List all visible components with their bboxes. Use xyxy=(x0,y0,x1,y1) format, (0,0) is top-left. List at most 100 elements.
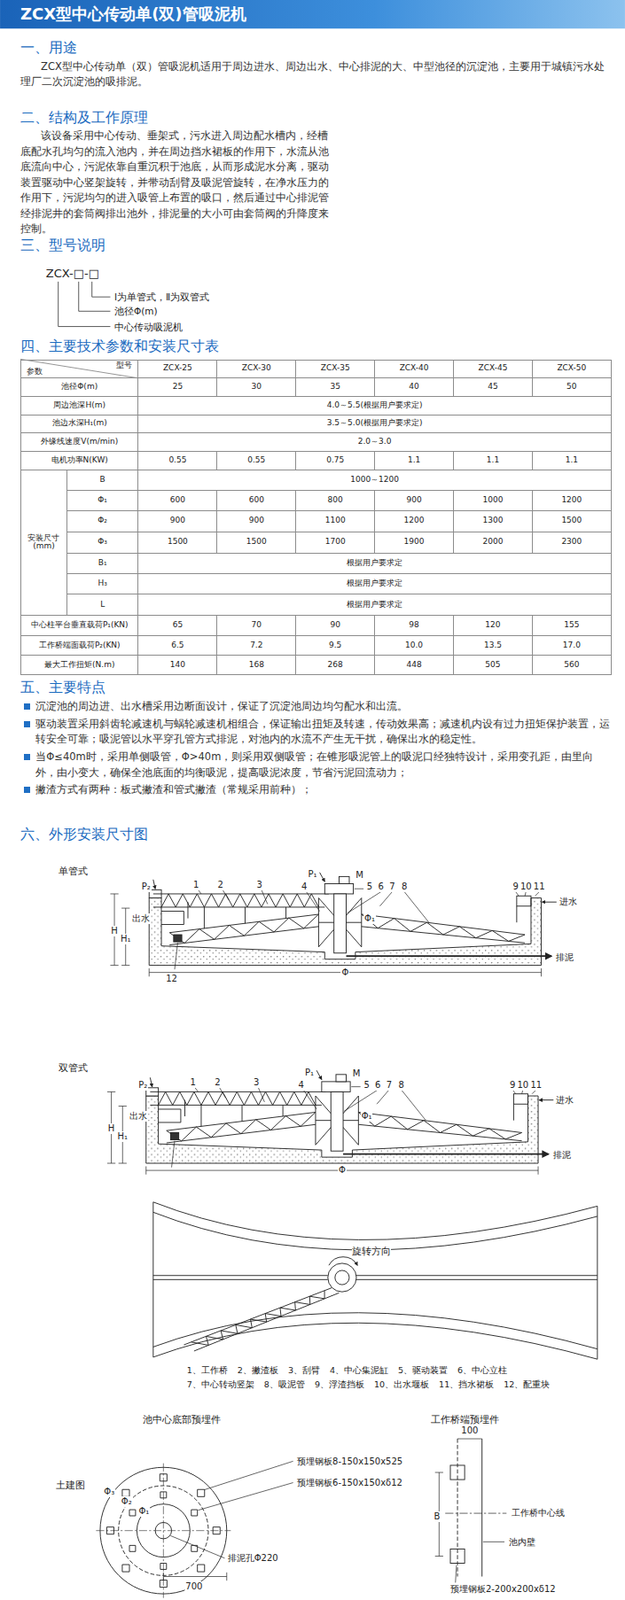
table-cell-text: 中心柱平台垂直载荷P₁(KN) xyxy=(31,620,129,630)
table-cell: 工作桥端面载荷P₂(KN) xyxy=(21,636,139,657)
table-row: 电机功率N(KW)0.550.550.751.11.11.1 xyxy=(21,451,612,470)
section-heading: 五、主要特点 xyxy=(20,679,106,697)
table-cell-text: 1.1 xyxy=(565,455,579,465)
table-cell: 2000 xyxy=(453,531,533,554)
table-cell-text: 2000 xyxy=(483,537,504,547)
callout-number: 3 xyxy=(252,1078,260,1089)
callout-number: 3 xyxy=(255,880,263,891)
table-cell-text: 155 xyxy=(563,620,579,630)
table-cell-text: 0.55 xyxy=(168,455,187,465)
table-cell-text: 140 xyxy=(170,660,186,670)
part-note: 工作桥中心线 xyxy=(510,1508,566,1520)
table-cell: 电机功率N(KW) xyxy=(21,451,139,470)
table-cell-text: 900 xyxy=(170,515,186,525)
table-cell-text: 90 xyxy=(329,620,340,630)
table-cell-text: 1000 xyxy=(483,495,504,505)
view-title: 单管式 xyxy=(58,865,88,877)
dimension-label: Φ₁ xyxy=(363,914,376,925)
callout-number: 8 xyxy=(400,882,408,893)
table-cell: 池径Φ(m) xyxy=(21,378,139,398)
dimension-label: 700 xyxy=(184,1582,204,1594)
table-cell: 800 xyxy=(296,490,375,511)
parts-list: 7、中心转动竖架 8、吸泥管 9、浮渣挡板 10、出水堰板 11、挡水裙板 12… xyxy=(187,1380,551,1391)
table-cell-text: 120 xyxy=(484,620,500,630)
callout-number: 5 xyxy=(366,882,374,893)
table-row: Φ₂9009001100120013001500 xyxy=(21,510,612,532)
leader-line xyxy=(170,1461,293,1559)
view-title: 双管式 xyxy=(58,1062,88,1075)
table-cell: 周边池深H(m) xyxy=(21,396,139,415)
dimension-label: Φ₃ xyxy=(102,1487,116,1499)
table-cell-text: ZCX-30 xyxy=(242,363,272,373)
section-heading: 四、主要技术参数和安装尺寸表 xyxy=(20,337,219,355)
table-cell-text: 448 xyxy=(406,660,422,670)
double-pipe-view xyxy=(107,1070,554,1175)
leader-line xyxy=(455,1542,505,1584)
table-cell: 1700 xyxy=(296,531,375,554)
table-cell: 448 xyxy=(375,656,454,676)
section-heading: 六、外形安装尺寸图 xyxy=(20,827,149,844)
table-cell: 1900 xyxy=(375,531,454,554)
table-cell-text: 1200 xyxy=(404,515,425,525)
table-cell-text: 0.55 xyxy=(247,455,266,465)
dimension-line xyxy=(435,1439,483,1557)
callout-number: 8 xyxy=(398,1080,406,1092)
table-header: 型号 xyxy=(116,361,133,371)
table-cell: 外缘线速度V(m/min) xyxy=(21,433,139,453)
table-cell: 2300 xyxy=(531,531,611,554)
table-cell: 1500 xyxy=(217,531,297,554)
table-cell-text: 45 xyxy=(487,382,498,391)
table-cell: 35 xyxy=(296,378,375,398)
section-heading: 二、结构及工作原理 xyxy=(20,109,149,126)
table-cell: 17.0 xyxy=(531,636,611,657)
table-cell-text: 13.5 xyxy=(484,640,502,650)
table-row: B₁根据用户要求定 xyxy=(21,554,612,575)
bridge-end-detail xyxy=(435,1439,508,1584)
table-cell-text: 560 xyxy=(563,660,579,670)
table-cell: 最大工作扭矩(N.m) xyxy=(21,656,139,676)
table-cell: 1.1 xyxy=(375,451,454,470)
dimension-label: Φ₁ xyxy=(137,1507,150,1518)
table-cell: 25 xyxy=(138,378,218,398)
table-cell: ZCX-45 xyxy=(453,359,533,379)
table-cell: 1300 xyxy=(453,510,533,532)
view-title: 池中心底部预埋件 xyxy=(142,1414,221,1427)
table-row: H₃根据用户要求定 xyxy=(21,574,612,595)
table-cell: 型号参数 xyxy=(21,359,139,379)
table-cell: 1500 xyxy=(138,531,218,554)
load-label: P₂ xyxy=(140,882,152,893)
callout-number: 9 xyxy=(512,882,520,893)
dimension-label: Φ xyxy=(337,1165,347,1177)
table-cell: ZCX-50 xyxy=(531,359,611,379)
table-cell: Φ₁ xyxy=(66,490,139,511)
table-cell: 3.5～5.0(根据用户要求定) xyxy=(138,414,611,434)
table-cell: 根据用户要求定 xyxy=(138,574,611,595)
callout-number: 11 xyxy=(532,882,547,893)
callout-number: 6 xyxy=(377,882,385,893)
table-row: Φ₁60060080090010001200 xyxy=(21,490,612,511)
part-note: 预埋钢板6-150x150xδ12 xyxy=(296,1478,404,1490)
dimension-label: H₁ xyxy=(119,934,133,946)
table-cell-text: 9.5 xyxy=(328,640,342,650)
table-cell: 1100 xyxy=(296,510,375,532)
table-cell: L xyxy=(66,594,139,617)
model-note: 中心传动吸泥机 xyxy=(114,320,183,333)
foundation-plan xyxy=(95,1461,293,1599)
dimension-label: Φ₂ xyxy=(120,1497,133,1508)
table-cell-text: 800 xyxy=(328,495,344,505)
dimension-label: H₁ xyxy=(116,1132,129,1143)
table-cell-text: 外缘线速度V(m/min) xyxy=(40,437,118,446)
table-cell-text: 0.75 xyxy=(326,455,344,465)
table-cell-text: 1700 xyxy=(325,537,346,547)
callout-number: 1 xyxy=(192,880,200,891)
table-cell: 90 xyxy=(296,616,375,637)
table-cell-text: 35 xyxy=(329,382,340,391)
table-cell-text: 2300 xyxy=(561,537,582,547)
model-bracket xyxy=(58,281,111,328)
table-diagonal xyxy=(20,359,138,378)
table-cell-text: 600 xyxy=(170,495,186,505)
load-label: P₁ xyxy=(306,869,318,881)
part-note: 池内壁 xyxy=(507,1538,537,1549)
section-heading: 三、型号说明 xyxy=(20,236,106,254)
